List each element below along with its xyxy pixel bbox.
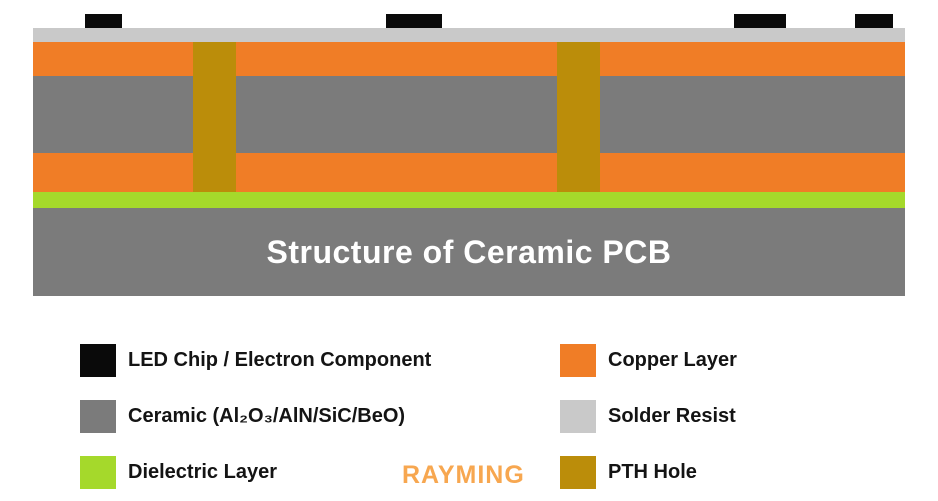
legend-item-copper: Copper Layer xyxy=(560,344,737,377)
legend-label-copper: Copper Layer xyxy=(608,349,737,371)
base-layer: Structure of Ceramic PCB xyxy=(33,208,905,296)
legend-item-pth-hole: PTH Hole xyxy=(560,456,697,489)
solder-resist-swatch xyxy=(560,400,596,433)
legend-label-ceramic: Ceramic (Al₂O₃/AlN/SiC/BeO) xyxy=(128,405,406,427)
legend-label-led-chip: LED Chip / Electron Component xyxy=(128,349,432,371)
legend-label-pth-hole: PTH Hole xyxy=(608,461,697,483)
copper-layer-top xyxy=(33,42,905,76)
copper-layer-bottom xyxy=(33,153,905,192)
led-chip-3 xyxy=(734,14,786,28)
watermark-rayming: RAYMING xyxy=(402,461,525,489)
legend-item-ceramic: Ceramic (Al₂O₃/AlN/SiC/BeO) xyxy=(80,400,405,433)
legend-item-dielectric: Dielectric Layer xyxy=(80,456,277,489)
led-chip-1 xyxy=(85,14,122,28)
pth-hole-2 xyxy=(557,42,600,192)
copper-swatch xyxy=(560,344,596,377)
solder-resist-layer xyxy=(33,28,905,42)
ceramic-layer xyxy=(33,76,905,153)
led-chip-swatch xyxy=(80,344,116,377)
diagram-title: Structure of Ceramic PCB xyxy=(266,233,672,270)
ceramic-swatch xyxy=(80,400,116,433)
legend-item-led-chip: LED Chip / Electron Component xyxy=(80,344,431,377)
led-chip-2 xyxy=(386,14,442,28)
legend-item-solder-resist: Solder Resist xyxy=(560,400,736,433)
legend-label-solder-resist: Solder Resist xyxy=(608,405,736,427)
legend-label-dielectric: Dielectric Layer xyxy=(128,461,277,483)
pth-hole-swatch xyxy=(560,456,596,489)
led-chip-4 xyxy=(855,14,893,28)
dielectric-swatch xyxy=(80,456,116,489)
pth-hole-1 xyxy=(193,42,236,192)
dielectric-layer xyxy=(33,192,905,208)
